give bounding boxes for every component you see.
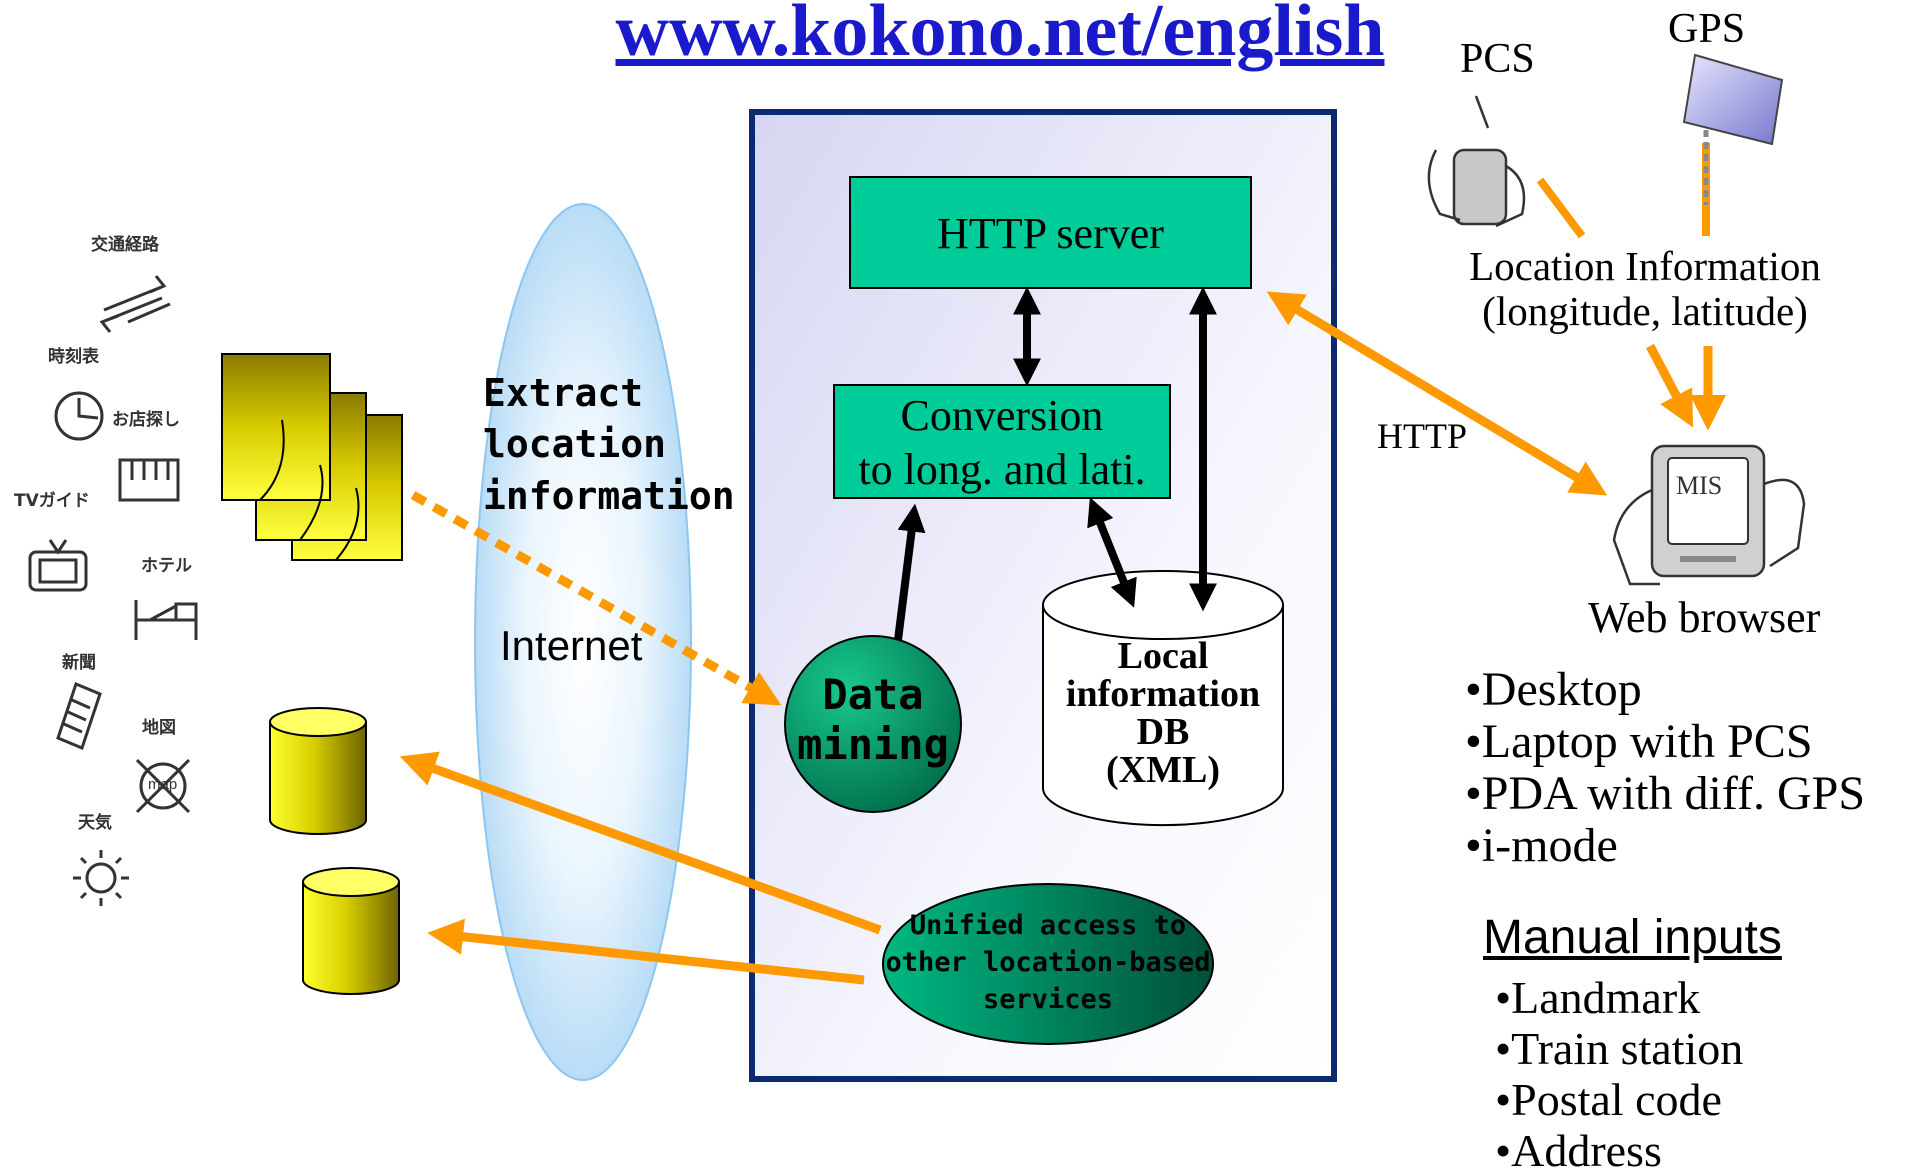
list-item: •Desktop [1465, 663, 1642, 716]
browser-screen-text: MIS [1676, 471, 1723, 500]
hotel-bed-icon [134, 600, 198, 640]
arrow-unified-to-cylinder-1 [399, 751, 882, 935]
sun-icon [73, 850, 129, 906]
tv-icon [28, 539, 88, 592]
pcs-signal-line [1536, 177, 1586, 239]
list-item: •i-mode [1465, 819, 1618, 872]
arrow-datamining-conversion [894, 503, 926, 641]
list-item: •Laptop with PCS [1465, 715, 1813, 768]
list-item: •Landmark [1495, 972, 1701, 1023]
data-mining-ball [784, 635, 962, 813]
newspaper-icon [56, 681, 102, 751]
external-db-cylinder-1 [269, 707, 367, 835]
http-label: HTTP [1377, 416, 1467, 456]
pcs-label: PCS [1460, 36, 1535, 82]
arrow-unified-to-cylinder-2 [427, 918, 865, 985]
data-mining-line2: mining [797, 720, 949, 769]
gps-label: GPS [1668, 6, 1746, 52]
list-item: •Address [1495, 1125, 1662, 1176]
conversion-box [833, 384, 1171, 499]
db-line3: DB [1136, 711, 1190, 753]
clock-icon [54, 391, 104, 441]
list-item: •Train station [1495, 1023, 1744, 1074]
data-mining-line1: Data [822, 670, 924, 719]
web-source-label-route: 交通経路 [91, 235, 159, 255]
list-item: •Postal code [1495, 1074, 1722, 1125]
web-source-label-tv: TVガイド [14, 491, 90, 511]
unified-access-ellipse [882, 883, 1214, 1045]
db-line1: Local [1117, 635, 1209, 677]
map-icon-text: map [148, 776, 178, 793]
local-db-label: Local information DB (XML) [1043, 637, 1283, 789]
web-source-label-map: 地図 [142, 718, 176, 738]
web-browser-device-icon [1612, 444, 1806, 586]
web-browser-label: Web browser [1588, 593, 1821, 642]
web-source-label-hotel: ホテル [141, 556, 192, 576]
unified-access-label: Unified access to other location-based s… [883, 912, 1213, 1013]
conversion-line2: to long. and lati. [858, 445, 1146, 494]
data-mining-label: Data mining [785, 674, 961, 766]
web-source-label-weather: 天気 [78, 813, 112, 833]
web-source-label-newspaper: 新聞 [62, 653, 96, 673]
extract-location-label: Extract location information [483, 368, 735, 522]
arrow-http-bidirectional [1266, 291, 1608, 496]
shop-icon [118, 458, 180, 502]
conversion-line1: Conversion [900, 391, 1104, 440]
external-db-cylinder-2 [302, 867, 400, 995]
web-documents-icon [221, 353, 403, 561]
http-server-label: HTTP server [937, 209, 1164, 258]
arrow-conversion-db [1087, 497, 1137, 608]
client-devices-list: •Desktop •Laptop with PCS •PDA with diff… [1465, 664, 1865, 872]
unified-line2: other location-based [885, 947, 1211, 978]
extract-line2: location [483, 422, 667, 467]
location-info-label: Location Information (longitude, latitud… [1430, 246, 1860, 332]
page-title-link[interactable]: www.kokono.net/english [615, 0, 1385, 72]
pcs-phone-icon [1427, 95, 1526, 228]
extract-line1: Extract [483, 371, 644, 415]
web-source-label-timetable: 時刻表 [48, 347, 99, 367]
conversion-label: Conversion to long. and lati. [834, 394, 1170, 492]
internet-label: Internet [500, 622, 643, 669]
unified-line1: Unified access to [909, 910, 1187, 941]
local-db-cylinder [1042, 570, 1284, 827]
location-info-line1: Location Information [1469, 243, 1821, 289]
location-info-line2: (longitude, latitude) [1482, 288, 1808, 334]
map-compass-icon [135, 758, 191, 814]
route-arrows-icon [99, 275, 171, 333]
manual-inputs-list: •Landmark •Train station •Postal code •A… [1495, 972, 1743, 1176]
db-line2: information [1065, 673, 1261, 715]
arrow-location-to-browser-1 [1646, 343, 1694, 428]
arrow-dotted-extract [410, 491, 782, 706]
db-line4: (XML) [1106, 749, 1220, 791]
extract-line3: information [483, 473, 735, 518]
list-item: •PDA with diff. GPS [1465, 767, 1866, 820]
http-server-box [849, 176, 1252, 289]
manual-inputs-heading: Manual inputs [1483, 911, 1782, 964]
unified-line3: services [982, 984, 1114, 1015]
gps-device-icon [1682, 53, 1784, 205]
internet-ellipse [474, 203, 692, 1081]
web-source-label-shop: お店探し [112, 410, 180, 430]
